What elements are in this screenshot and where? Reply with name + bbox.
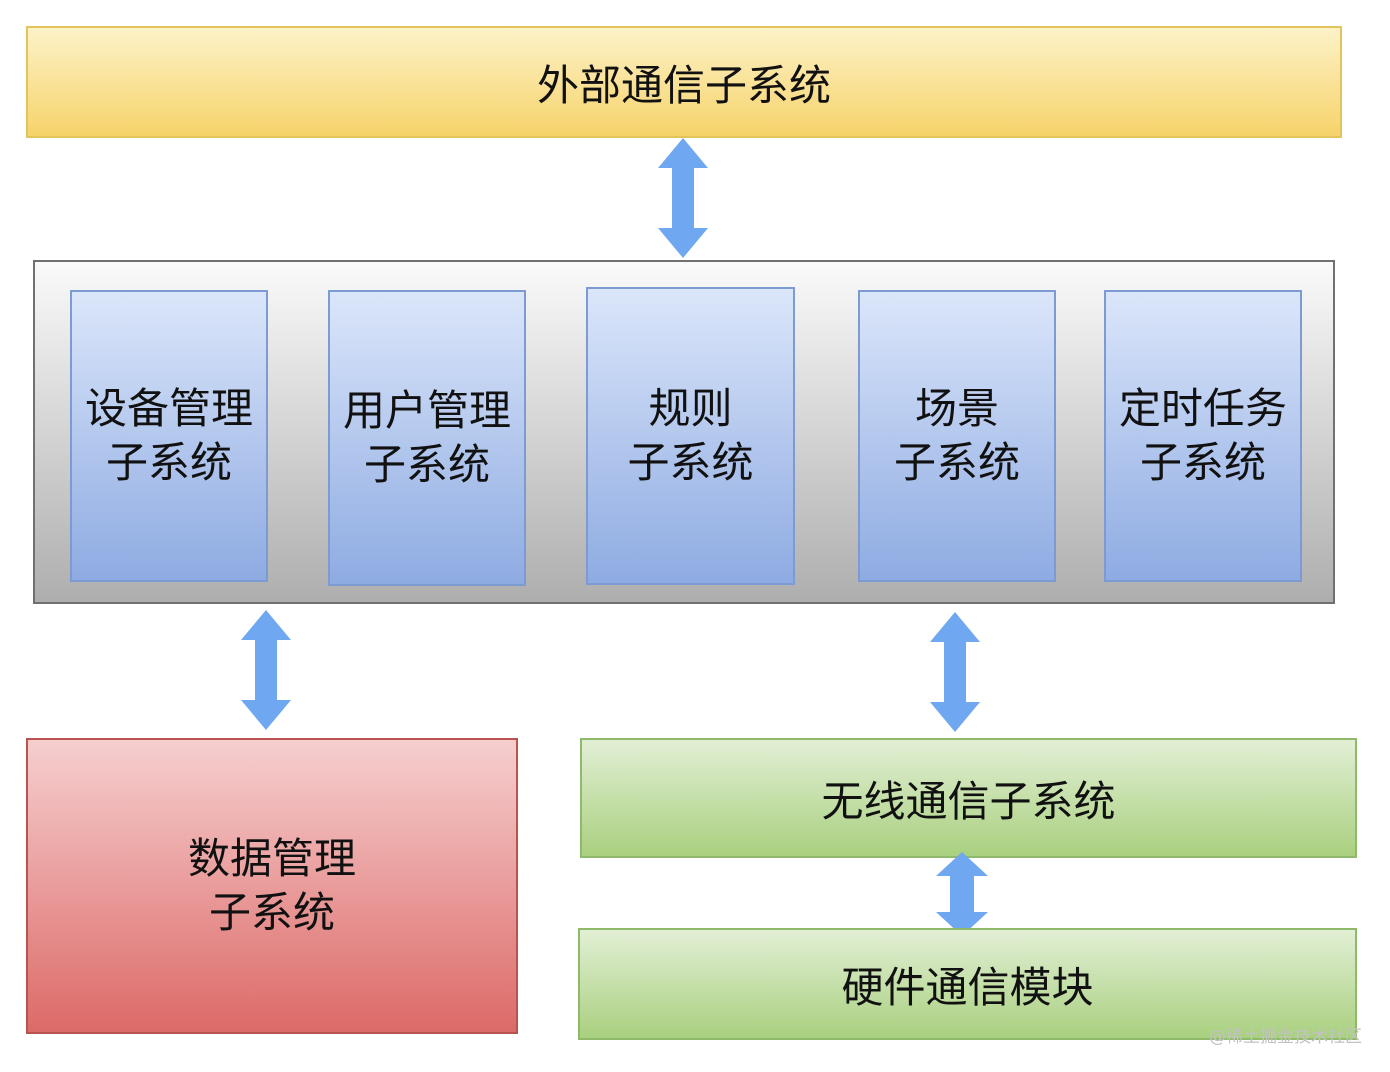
- module-line2: 子系统: [893, 438, 1020, 487]
- watermark: @稀土掘金技术社区: [1209, 1027, 1362, 1047]
- external-communication-subsystem-label: 外部通信子系统: [536, 60, 831, 110]
- device-management-subsystem-box: 设备管理 子系统: [70, 290, 268, 582]
- module-line1: 定时任务: [1118, 384, 1287, 433]
- rules-subsystem-box: 规则 子系统: [586, 287, 795, 585]
- wireless-communication-subsystem-box: 无线通信子系统: [580, 738, 1357, 858]
- double-arrow-icon-right: [930, 612, 980, 732]
- module-line1: 规则: [648, 384, 733, 433]
- external-communication-subsystem-box: 外部通信子系统: [26, 26, 1342, 138]
- data-management-line2: 子系统: [208, 888, 335, 937]
- module-line1: 用户管理: [342, 386, 511, 435]
- user-management-subsystem-box: 用户管理 子系统: [328, 290, 526, 586]
- double-arrow-icon-bottom: [936, 852, 988, 936]
- hardware-communication-module-box: 硬件通信模块: [578, 928, 1357, 1040]
- data-management-line1: 数据管理: [187, 834, 356, 883]
- module-line2: 子系统: [1139, 438, 1266, 487]
- module-line1: 场景: [914, 384, 999, 433]
- module-line1: 设备管理: [84, 384, 253, 433]
- scheduled-task-subsystem-box: 定时任务 子系统: [1104, 290, 1302, 582]
- hardware-communication-label: 硬件通信模块: [841, 962, 1094, 1012]
- scene-subsystem-box: 场景 子系统: [858, 290, 1056, 582]
- module-line2: 子系统: [627, 438, 754, 487]
- double-arrow-icon-top: [658, 138, 708, 258]
- double-arrow-icon-left: [241, 610, 291, 730]
- module-line2: 子系统: [105, 438, 232, 487]
- wireless-communication-label: 无线通信子系统: [821, 776, 1116, 826]
- module-line2: 子系统: [363, 440, 490, 489]
- data-management-subsystem-box: 数据管理 子系统: [26, 738, 518, 1034]
